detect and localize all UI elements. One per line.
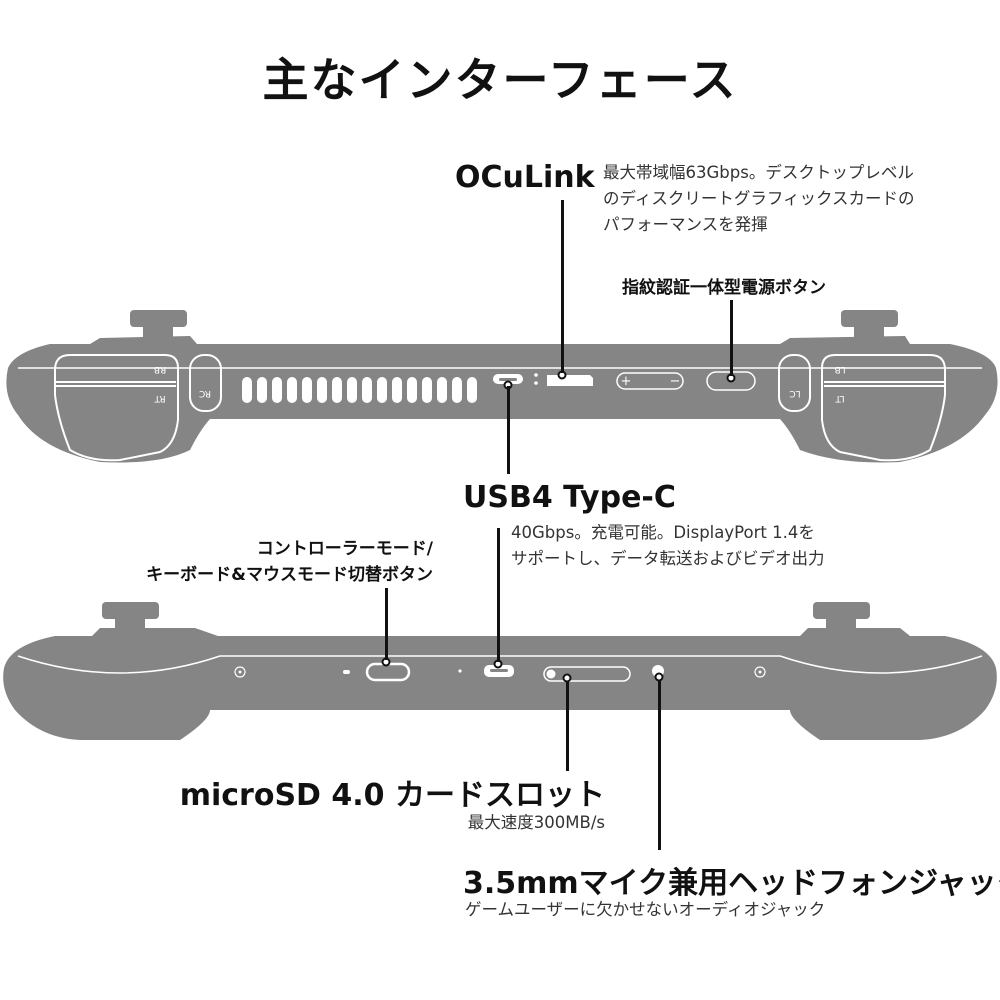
rt-trigger[interactable] xyxy=(54,354,179,462)
microsd-heading: microSD 4.0 カードスロット xyxy=(179,778,605,813)
left-shoulder-ridge xyxy=(90,336,197,344)
right-shoulder-ridge xyxy=(780,336,910,344)
mode-switch-heading: コントローラーモード/ キーボード&マウスモード切替ボタン xyxy=(146,536,433,588)
lb-label: LB xyxy=(834,364,845,374)
power-leader-line xyxy=(730,300,733,376)
headphone-description: ゲームユーザーに欠かせないオーディオジャック xyxy=(465,900,826,919)
mode-switch-heading-line: コントローラーモード/ xyxy=(256,539,433,559)
left-stick-cap xyxy=(102,602,159,619)
usb4-desc-line: 40Gbps。充電可能。DisplayPort 1.4を xyxy=(511,523,815,542)
usb4-leader-line xyxy=(507,386,510,474)
usb4-heading: USB4 Type-C xyxy=(463,480,676,515)
page-title: 主なインターフェース xyxy=(262,53,738,107)
device-bottom-view xyxy=(3,602,997,740)
lt-label: LT xyxy=(835,393,845,403)
oculink-leader-line xyxy=(561,200,564,373)
left-stick-cap xyxy=(130,310,187,327)
headphone-heading: 3.5mmマイク兼用ヘッドフォンジャック xyxy=(463,866,1000,901)
device-body xyxy=(3,636,997,740)
power-button-heading: 指紋認証一体型電源ボタン xyxy=(622,278,826,298)
mode-switch-heading-line: キーボード&マウスモード切替ボタン xyxy=(146,565,433,585)
oculink-desc-line: のディスクリートグラフィックスカードの xyxy=(603,189,915,208)
rc-label: RC xyxy=(199,388,211,398)
lt-trigger[interactable] xyxy=(821,354,946,462)
lc-button[interactable] xyxy=(778,354,811,412)
oculink-description: 最大帯域幅63Gbps。デスクトップレベル のディスクリートグラフィックスカード… xyxy=(603,160,915,238)
headphone-leader-line xyxy=(658,680,661,850)
oculink-heading: OCuLink xyxy=(455,160,595,195)
status-led xyxy=(343,670,350,674)
usb4-desc-line: サポートし、データ転送およびビデオ出力 xyxy=(511,549,825,568)
rc-button[interactable] xyxy=(189,354,222,412)
microsd-description: 最大速度300MB/s xyxy=(467,813,605,832)
usb4-bottom-leader-line xyxy=(497,528,500,662)
status-led xyxy=(534,373,538,377)
screw-left xyxy=(234,666,246,678)
device-top-view: RB RT RC + − LC LB LT xyxy=(6,310,998,463)
oculink-desc-line: 最大帯域幅63Gbps。デスクトップレベル xyxy=(603,163,914,182)
microsd-slot[interactable] xyxy=(543,666,631,682)
rb-label: RB xyxy=(154,364,166,374)
oculink-desc-line: パフォーマンスを発揮 xyxy=(603,215,768,234)
mode-switch-leader-line xyxy=(385,588,388,660)
microsd-leader-line xyxy=(566,681,569,771)
lc-label: LC xyxy=(789,388,800,398)
volume-down-icon[interactable]: − xyxy=(670,374,681,389)
oculink-port[interactable] xyxy=(547,375,593,386)
rt-label: RT xyxy=(154,393,166,403)
right-stick-cap xyxy=(841,310,898,327)
right-stick-cap xyxy=(813,602,870,619)
vent-grille xyxy=(242,377,477,403)
mic-hole xyxy=(458,669,462,673)
screw-right xyxy=(754,666,766,678)
volume-rocker[interactable] xyxy=(616,372,684,390)
usb4-description: 40Gbps。充電可能。DisplayPort 1.4を サポートし、データ転送… xyxy=(511,520,825,572)
volume-up-icon[interactable]: + xyxy=(621,374,632,389)
